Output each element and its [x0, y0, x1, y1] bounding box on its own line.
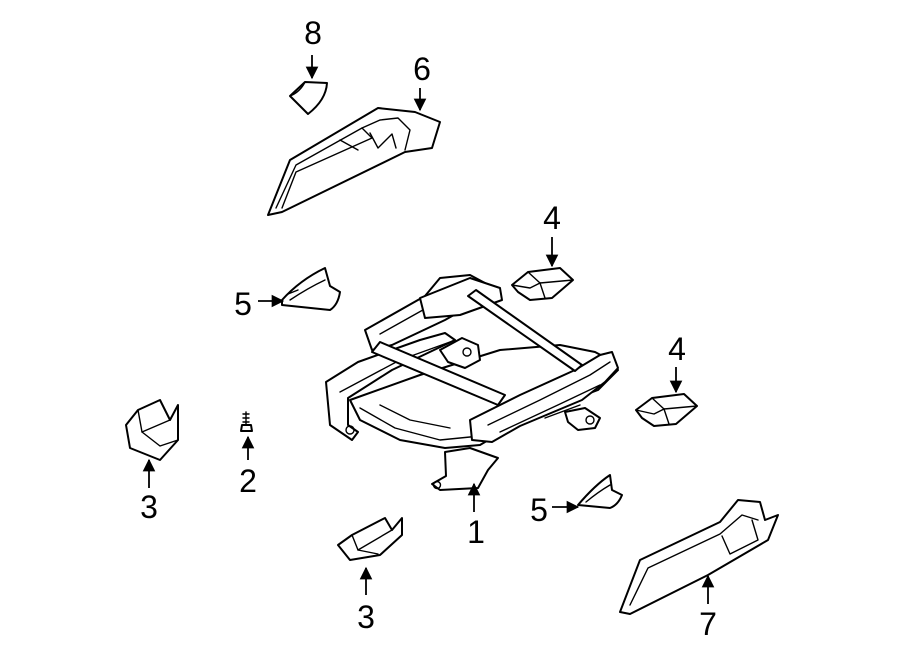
callout-6: 6 — [413, 51, 431, 87]
callout-7: 7 — [699, 606, 717, 642]
part-1-seat-adjuster — [325, 274, 619, 491]
callout-numbers: 8 6 4 4 5 5 2 3 3 1 7 — [140, 15, 717, 642]
part-6-track-cover — [267, 107, 441, 216]
part-3-cover-left — [125, 399, 179, 461]
part-4-end-cap-upper — [511, 267, 574, 301]
callout-3-bottom: 3 — [357, 599, 375, 635]
callout-5-left: 5 — [234, 286, 252, 322]
part-7-lower-cover — [619, 499, 779, 615]
leader-lines — [142, 55, 715, 604]
part-5-shield-left — [281, 267, 341, 311]
callout-1: 1 — [467, 514, 485, 550]
part-8-cap — [289, 81, 328, 115]
callout-4-right: 4 — [668, 331, 686, 367]
callout-5-right: 5 — [530, 492, 548, 528]
callout-3-left: 3 — [140, 489, 158, 525]
callout-8: 8 — [304, 15, 322, 51]
part-3-cover-bottom — [337, 517, 403, 561]
part-5-shield-right — [577, 474, 623, 509]
callout-2: 2 — [239, 463, 257, 499]
part-4-end-cap-right — [635, 393, 698, 427]
part-2-bolt — [240, 411, 253, 432]
callout-4-upper: 4 — [543, 200, 561, 236]
